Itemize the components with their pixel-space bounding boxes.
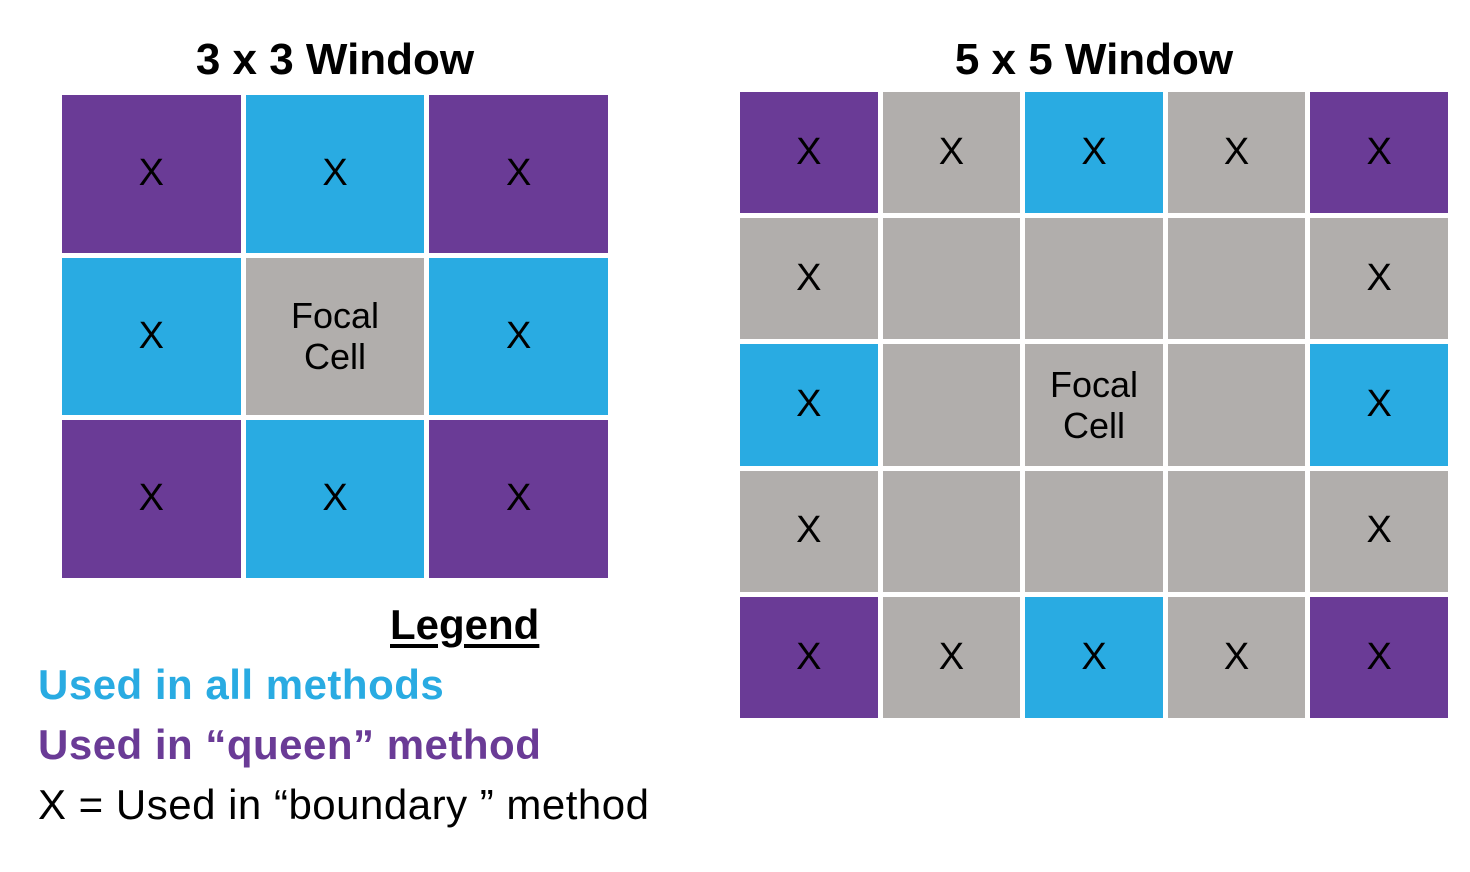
grid-cell: X: [245, 95, 425, 253]
grid-cell: X: [740, 92, 878, 214]
grid-cell: X: [1025, 596, 1163, 718]
grid-cell: X: [245, 420, 425, 578]
legend-item-queen-method: Used in “queen” method: [38, 721, 542, 768]
grid-cell: X: [882, 92, 1021, 214]
grid-cell: X: [429, 420, 608, 578]
grid-cell: [1025, 218, 1163, 340]
legend-item-all-methods: Used in all methods: [38, 661, 445, 708]
legend-heading: Legend: [390, 601, 540, 648]
grid-cell: X: [1167, 92, 1306, 214]
grid-cell: X: [740, 344, 878, 466]
grid-cell: [882, 470, 1021, 592]
grid-cell: X: [740, 596, 878, 718]
grid-cell: X: [62, 420, 241, 578]
grid-cell: X: [740, 470, 878, 592]
grid-cell: [882, 218, 1021, 340]
grid-cell: X: [1310, 92, 1448, 214]
grid-cell: X: [429, 95, 608, 253]
focal-cell: Focal Cell: [1025, 344, 1163, 466]
grid-cell: [1167, 218, 1306, 340]
grid-cell: X: [1310, 470, 1448, 592]
grid-cell: X: [882, 596, 1021, 718]
grid-cell: [1167, 470, 1306, 592]
grid-cell: X: [1025, 92, 1163, 214]
grid-cell: [882, 344, 1021, 466]
grid-cell: X: [1310, 218, 1448, 340]
grid-cell: X: [62, 257, 241, 416]
grid-cell: X: [1167, 596, 1306, 718]
grid-cell: X: [62, 95, 241, 253]
legend-item-boundary-method: X = Used in “boundary ” method: [38, 781, 650, 828]
grid-cell: X: [1310, 596, 1448, 718]
grid-cell: X: [1310, 344, 1448, 466]
grid-cell: [1025, 470, 1163, 592]
grid-cell: X: [740, 218, 878, 340]
right-grid-title: 5 x 5 Window: [954, 35, 1234, 84]
grid-cell: [1167, 344, 1306, 466]
grid-cell: X: [429, 257, 608, 416]
left-grid-title: 3 x 3 Window: [195, 35, 475, 84]
focal-cell: Focal Cell: [245, 257, 425, 416]
